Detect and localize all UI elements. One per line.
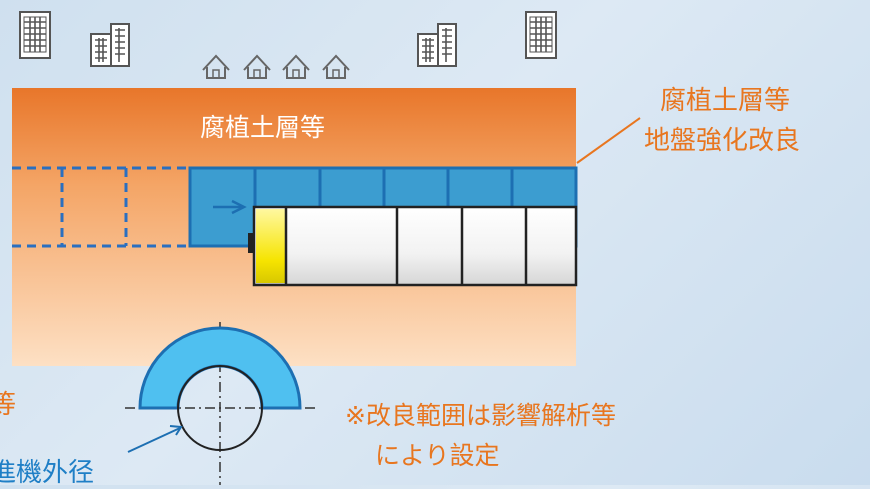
house-icon: [202, 55, 230, 79]
surface-layer-label: 腐植土層等: [200, 113, 326, 142]
cross-section: [125, 322, 315, 485]
future-improvement-zone: [12, 166, 190, 248]
right-label-line2: 地盤強化改良: [644, 126, 801, 156]
building-icon: [19, 11, 51, 59]
left-partial-label-bottom: 進機外径: [0, 458, 95, 488]
building-icon: [90, 23, 130, 67]
building-icon: [417, 23, 457, 67]
house-icon: [243, 55, 271, 79]
leader-line: [127, 427, 181, 453]
building-icon: [525, 11, 557, 59]
arrow-icon: [213, 199, 247, 215]
left-partial-label-top: 等: [0, 390, 17, 420]
note-line2: により設定: [375, 441, 500, 470]
note-line1: ※改良範囲は影響解析等: [345, 401, 616, 430]
leader-line: [576, 117, 641, 164]
right-label-line1: 腐植土層等: [660, 86, 791, 116]
house-icon: [322, 55, 350, 79]
shield-machine: [248, 205, 578, 287]
house-icon: [282, 55, 310, 79]
